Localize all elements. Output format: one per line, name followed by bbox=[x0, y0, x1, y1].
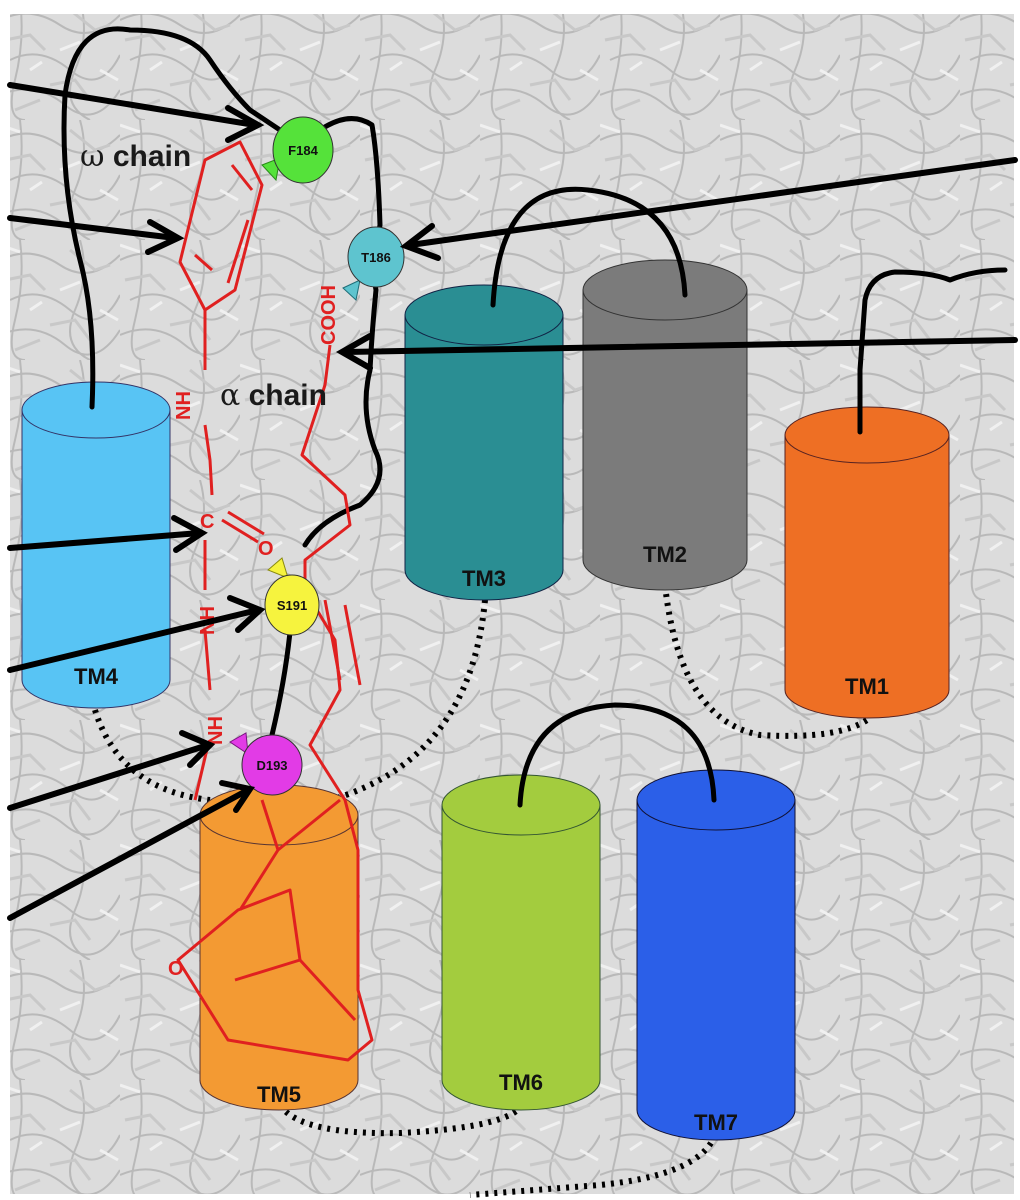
ligand-structure bbox=[176, 140, 374, 1062]
helix-tm2: TM2 bbox=[582, 259, 748, 591]
residue-s191-label: S191 bbox=[277, 598, 307, 613]
arrow-to-nh bbox=[7, 742, 211, 811]
residue-f184-marker bbox=[272, 116, 334, 184]
loop-tm2-tm1 bbox=[662, 584, 872, 739]
residue-s191-marker bbox=[264, 574, 320, 636]
arrow-to-phenyl bbox=[7, 215, 178, 241]
arrow-to-cooh bbox=[342, 337, 1018, 355]
residue-t186-pointer bbox=[342, 279, 361, 301]
arrow-to-s191 bbox=[7, 607, 261, 673]
loop-tm3-tm5 bbox=[329, 599, 488, 803]
intracellular-loops bbox=[92, 584, 872, 1198]
omega-chain-label: ω chain bbox=[80, 139, 191, 174]
arrow-to-t186 bbox=[407, 157, 1018, 248]
chem-label-o-carbonyl: O bbox=[258, 538, 274, 560]
ligand-alpha-and-cyclopentane bbox=[176, 344, 374, 1062]
helix-label-tm7: TM7 bbox=[694, 1110, 738, 1135]
arrow-head-nh bbox=[179, 730, 216, 768]
residue-t186: T186 bbox=[342, 226, 405, 301]
arrow-head-s191 bbox=[227, 595, 266, 633]
helix-tm7: TM7 bbox=[636, 769, 796, 1141]
loop-tm4-tm5 bbox=[92, 709, 211, 803]
residue-s191: S191 bbox=[264, 557, 320, 636]
loop-s191-d193 bbox=[269, 629, 293, 738]
helix-label-tm4: TM4 bbox=[74, 664, 119, 689]
annotation-arrows bbox=[7, 82, 1018, 921]
residue-d193-label: D193 bbox=[256, 758, 287, 773]
loop-tm3-tm2 bbox=[490, 186, 688, 308]
chem-label-c: C bbox=[200, 511, 214, 533]
ligand-alkene-double-bond bbox=[323, 599, 362, 686]
residue-t186-label: T186 bbox=[361, 250, 391, 265]
loop-tm7-tail bbox=[469, 1133, 718, 1198]
loop-f184-s191 bbox=[302, 116, 383, 548]
arrow-to-d193 bbox=[7, 787, 251, 921]
loop-tm4-f184 bbox=[61, 26, 298, 410]
helix-tm1: TM1 bbox=[784, 406, 950, 719]
chem-label-cooh: COOH bbox=[318, 285, 340, 345]
helix-tm3: TM3 bbox=[404, 284, 564, 601]
ligand-backbone bbox=[193, 310, 265, 801]
alpha-chain-label: α chain bbox=[220, 378, 327, 413]
arrow-head-d193 bbox=[219, 780, 255, 813]
residue-s191-pointer bbox=[267, 557, 289, 579]
arrow-head-cooh bbox=[335, 333, 373, 371]
chem-label-nh-low: NH bbox=[205, 716, 227, 745]
helix-tm4: TM4 bbox=[21, 381, 171, 709]
chem-label-nh-top: NH bbox=[173, 391, 195, 420]
tm1-n-terminus bbox=[857, 267, 1008, 435]
arrow-head-f184 bbox=[225, 105, 265, 143]
residue-f184: F184 bbox=[261, 116, 334, 184]
arrow-to-f184 bbox=[7, 82, 258, 128]
helix-tm5: TM5 bbox=[199, 784, 359, 1111]
chem-label-o-ring: O bbox=[168, 958, 184, 980]
arrow-head-t186 bbox=[399, 223, 441, 261]
residue-d193-marker bbox=[241, 734, 303, 796]
arrow-head-phenyl bbox=[145, 219, 185, 255]
loop-tm5-tm6 bbox=[277, 1103, 523, 1137]
residue-t186-marker bbox=[347, 226, 405, 288]
helix-label-tm2: TM2 bbox=[643, 542, 687, 567]
arrow-to-carbonyl bbox=[7, 530, 203, 551]
helix-label-tm3: TM3 bbox=[462, 566, 506, 591]
helix-label-tm1: TM1 bbox=[845, 674, 889, 699]
helix-label-tm5: TM5 bbox=[257, 1082, 301, 1107]
ligand-ring-double-bonds bbox=[194, 164, 254, 284]
residue-d193: D193 bbox=[229, 732, 303, 796]
loop-tm6-tm7 bbox=[517, 702, 717, 808]
helix-tm6: TM6 bbox=[441, 774, 601, 1111]
helix-label-tm6: TM6 bbox=[499, 1070, 543, 1095]
arrow-head-carbonyl bbox=[171, 515, 208, 553]
residue-d193-pointer bbox=[229, 732, 249, 755]
residue-f184-label: F184 bbox=[288, 143, 318, 158]
extracellular-loops bbox=[61, 26, 1008, 808]
